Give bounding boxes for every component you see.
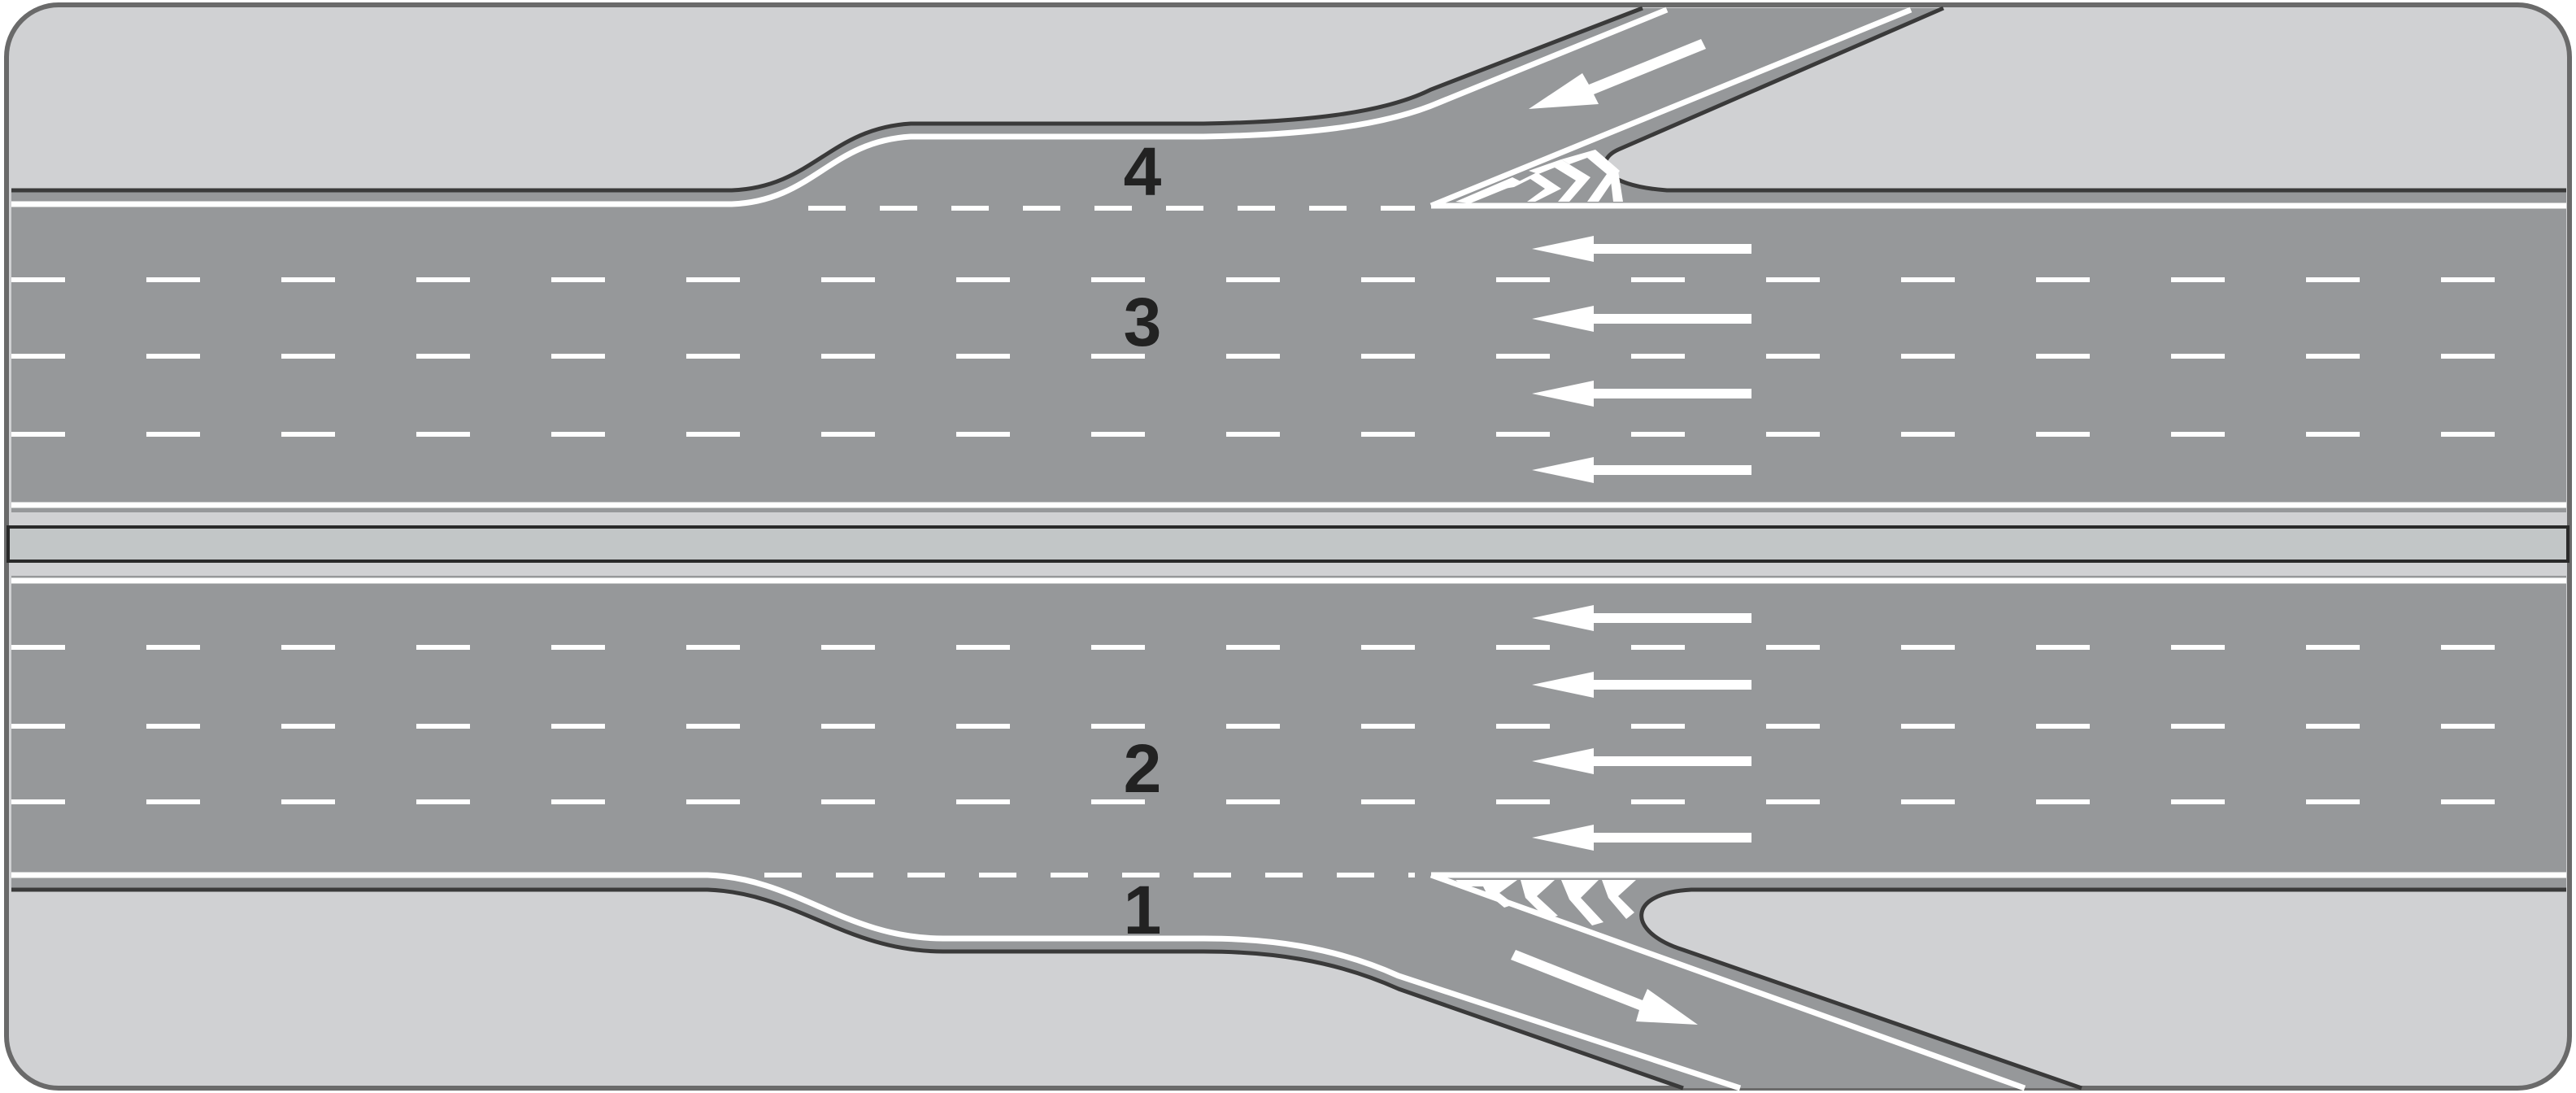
arrow-lower-lane-2 (1532, 672, 1751, 698)
auxiliary-lane-lines (764, 206, 1415, 877)
zone-label-3: 3 (1124, 284, 1162, 360)
arrow-upper-lane-3 (1532, 381, 1751, 407)
lower-ramp-inner-line (1429, 872, 2026, 1091)
arrow-upper-lane-2 (1532, 306, 1751, 332)
arrow-upper-lane-1 (1532, 236, 1751, 262)
median-strip (7, 525, 2569, 563)
upper-ramp-inner-line (1429, 7, 1912, 209)
upper-edge-line-left (11, 7, 1669, 207)
lower-gore-edge (1639, 887, 2566, 1091)
lower-carriageway-surface (11, 576, 2566, 1088)
lower-gore-chevrons (1456, 880, 1636, 925)
upper-outer-edge (11, 6, 1643, 193)
zone-label-4: 4 (1124, 133, 1162, 210)
upper-gore-chevrons (1456, 150, 1623, 203)
zone-label-2: 2 (1124, 730, 1162, 807)
zone-label-1: 1 (1124, 872, 1162, 948)
arrow-upper-lane-4 (1532, 457, 1751, 483)
lower-outer-edge (11, 887, 1684, 1091)
dashed-lane-lines (11, 277, 2566, 804)
solid-edge-lines (11, 7, 2566, 1091)
exit-ramp-arrow (1511, 950, 1698, 1025)
entrance-ramp-arrow (1529, 39, 1706, 109)
arrow-lower-lane-3 (1532, 748, 1751, 774)
upper-direction-arrows (1532, 236, 1751, 483)
lower-direction-arrows (1532, 605, 1751, 851)
arrow-lower-lane-1 (1532, 605, 1751, 631)
lower-edge-line-left (11, 872, 1742, 1091)
upper-carriageway-surface (11, 8, 2566, 512)
arrow-lower-lane-4 (1532, 825, 1751, 851)
asphalt (11, 8, 2566, 1088)
